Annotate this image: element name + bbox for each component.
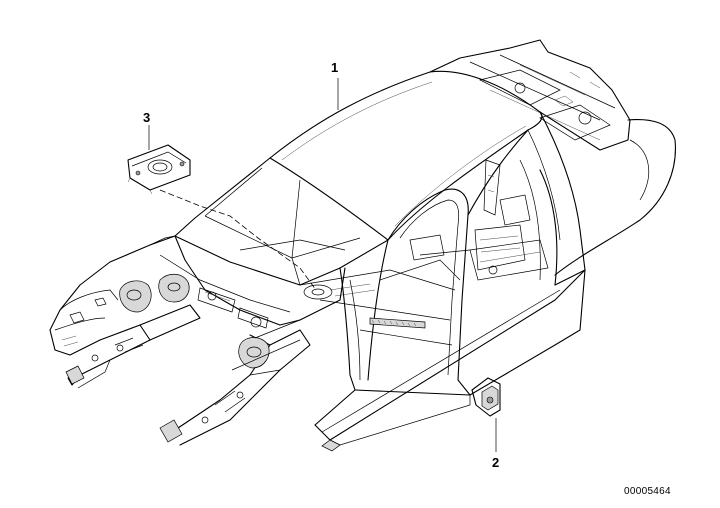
rear-quarter-panel (527, 111, 676, 286)
side-sill (314, 269, 586, 452)
front-apron (49, 235, 346, 356)
a-pillar (339, 239, 389, 391)
callout-2: 2 (492, 455, 500, 470)
part-3-support-plate (127, 144, 191, 195)
door-openings (387, 129, 558, 396)
front-frame-rails (65, 304, 311, 446)
rear-interior (409, 194, 549, 281)
document-number: 00005464 (624, 486, 671, 497)
rear-deck (429, 39, 631, 151)
part-2-bracket (471, 377, 501, 417)
floor-pan (239, 239, 471, 346)
roof-panel (269, 70, 543, 241)
callout-3: 3 (143, 110, 151, 125)
callout-1: 1 (331, 60, 339, 75)
windshield-frame (174, 157, 389, 286)
leader-lines (148, 78, 497, 452)
